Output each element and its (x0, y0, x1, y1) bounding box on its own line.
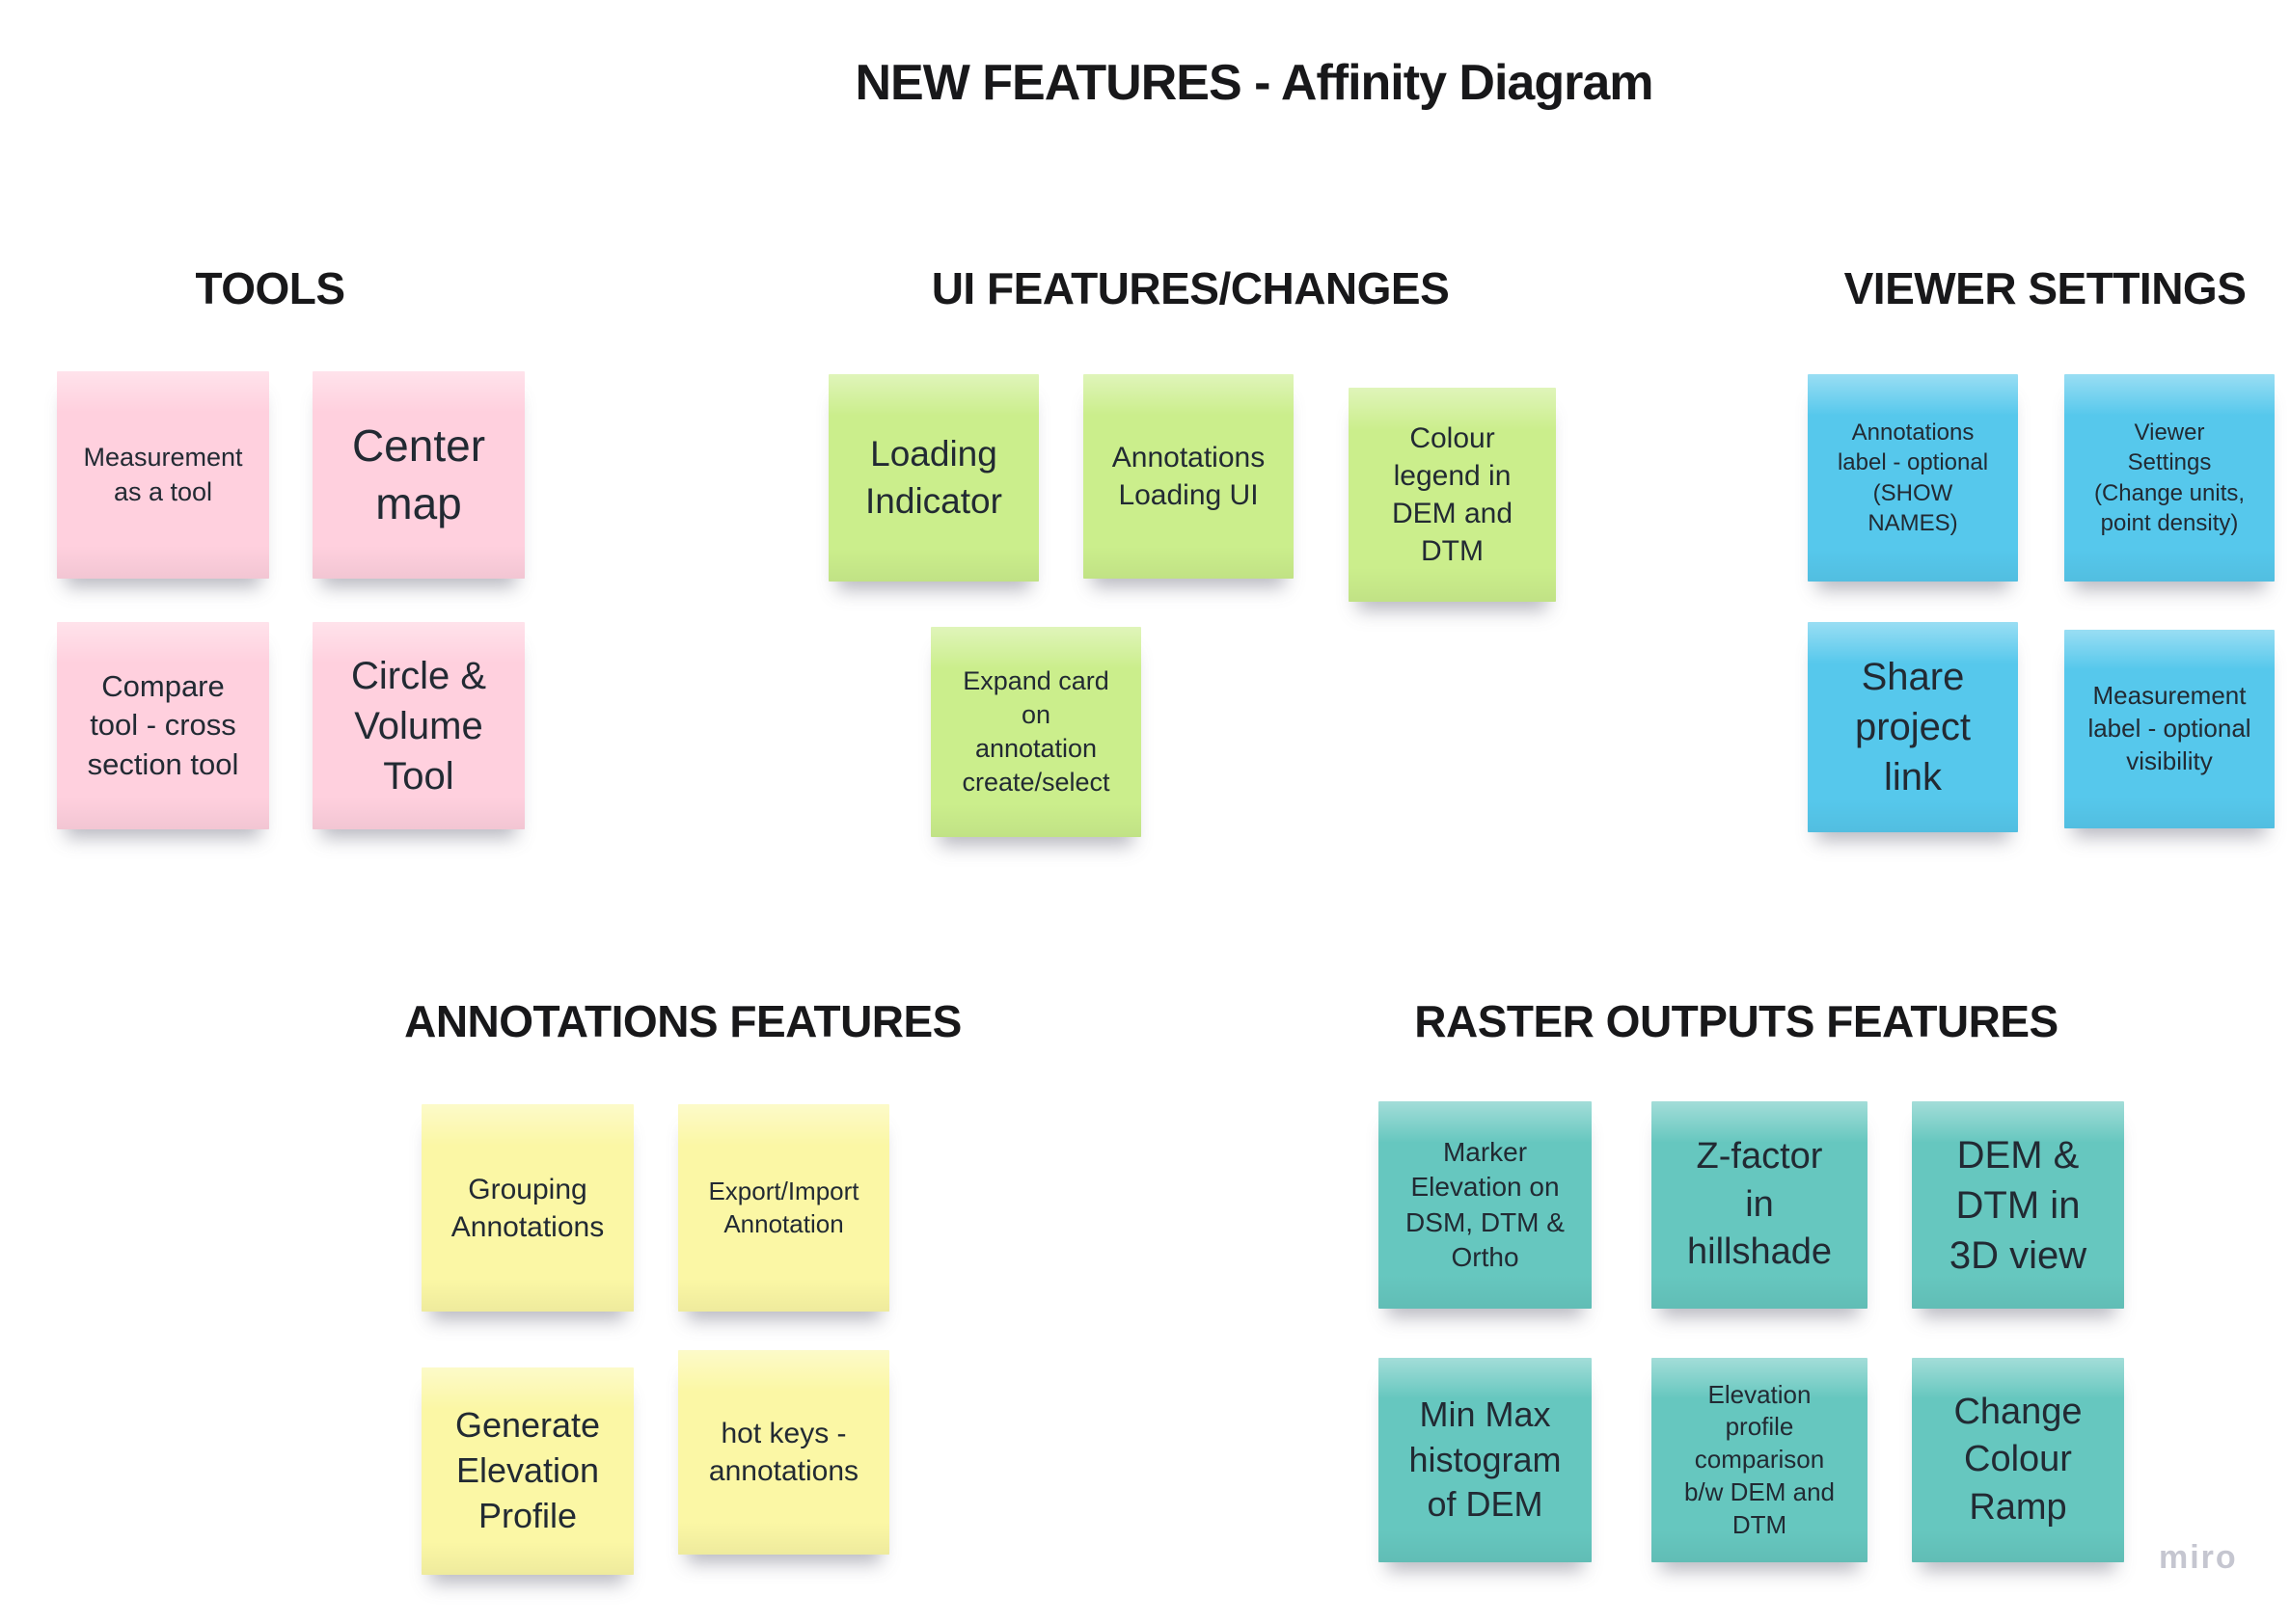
note-elevation-profile-comparison[interactable]: Elevation profile comparison b/w DEM and… (1651, 1358, 1867, 1562)
group-header-ui-features[interactable]: UI FEATURES/CHANGES (931, 263, 1450, 313)
note-grouping-annotations[interactable]: Grouping Annotations (422, 1104, 634, 1312)
note-measurement-label-visibility[interactable]: Measurement label - optional visibility (2064, 630, 2275, 828)
group-header-tools[interactable]: TOOLS (195, 263, 345, 313)
note-annotations-loading-ui[interactable]: Annotations Loading UI (1083, 374, 1294, 579)
note-dem-dtm-3d-view[interactable]: DEM & DTM in 3D view (1912, 1101, 2124, 1309)
note-export-import-annotation[interactable]: Export/Import Annotation (678, 1104, 889, 1312)
note-center-map[interactable]: Center map (313, 371, 525, 579)
note-compare-tool-cross-section[interactable]: Compare tool - cross section tool (57, 622, 269, 829)
note-expand-card-annotation[interactable]: Expand card on annotation create/select (931, 627, 1141, 837)
note-share-project-link[interactable]: Share project link (1808, 622, 2018, 832)
note-min-max-histogram[interactable]: Min Max histogram of DEM (1378, 1358, 1592, 1562)
note-viewer-settings-units[interactable]: Viewer Settings (Change units, point den… (2064, 374, 2275, 582)
miro-watermark: miro (2159, 1539, 2238, 1576)
note-annotations-label-optional[interactable]: Annotations label - optional (SHOW NAMES… (1808, 374, 2018, 582)
note-hot-keys-annotations[interactable]: hot keys - annotations (678, 1350, 889, 1555)
note-colour-legend-dem-dtm[interactable]: Colour legend in DEM and DTM (1349, 388, 1556, 602)
note-loading-indicator[interactable]: Loading Indicator (829, 374, 1039, 582)
note-change-colour-ramp[interactable]: Change Colour Ramp (1912, 1358, 2124, 1562)
note-generate-elevation-profile[interactable]: Generate Elevation Profile (422, 1367, 634, 1575)
note-circle-volume-tool[interactable]: Circle & Volume Tool (313, 622, 525, 829)
group-header-viewer-settings[interactable]: VIEWER SETTINGS (1843, 263, 2247, 313)
board-title[interactable]: NEW FEATURES - Affinity Diagram (855, 55, 1653, 111)
note-z-factor-hillshade[interactable]: Z-factor in hillshade (1651, 1101, 1867, 1309)
group-header-annotations-features[interactable]: ANNOTATIONS FEATURES (404, 996, 962, 1046)
note-measurement-as-a-tool[interactable]: Measurement as a tool (57, 371, 269, 579)
group-header-raster-outputs[interactable]: RASTER OUTPUTS FEATURES (1414, 996, 2058, 1046)
note-marker-elevation[interactable]: Marker Elevation on DSM, DTM & Ortho (1378, 1101, 1592, 1309)
